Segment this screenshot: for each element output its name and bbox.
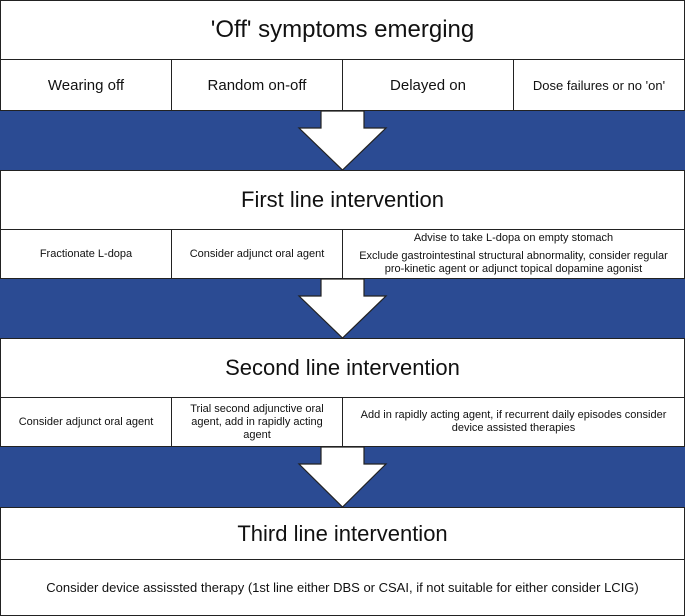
first-line-item-text: Advise to take L-dopa on empty stomach bbox=[413, 232, 614, 244]
down-arrow-icon bbox=[297, 278, 388, 339]
first-line-item-3: Advise to take L-dopa on empty stomach E… bbox=[342, 229, 685, 279]
first-line-item-2: Consider adjunct oral agent bbox=[171, 229, 343, 279]
second-line-item-2: Trial second adjunctive oral agent, add … bbox=[171, 397, 343, 447]
category-label: Dose failures or no 'on' bbox=[532, 77, 666, 93]
second-line-item-1: Consider adjunct oral agent bbox=[0, 397, 172, 447]
header-box: 'Off' symptoms emerging bbox=[0, 0, 685, 60]
first-line-title: First line intervention bbox=[241, 187, 444, 212]
second-line-title-box: Second line intervention bbox=[0, 338, 685, 398]
third-line-title: Third line intervention bbox=[237, 520, 448, 546]
first-line-item-1: Fractionate L-dopa bbox=[0, 229, 172, 279]
third-line-item: Consider device assissted therapy (1st l… bbox=[0, 559, 685, 616]
category-label: Random on-off bbox=[207, 76, 307, 94]
down-arrow-icon bbox=[297, 110, 388, 171]
header-title: 'Off' symptoms emerging bbox=[210, 16, 475, 43]
category-label: Wearing off bbox=[47, 76, 125, 94]
category-dose-failures: Dose failures or no 'on' bbox=[513, 59, 685, 111]
first-line-item-text: Exclude gastrointestinal structural abno… bbox=[359, 250, 668, 275]
second-line-item-text: Add in rapidly acting agent, if recurren… bbox=[360, 409, 667, 434]
second-line-title: Second line intervention bbox=[225, 355, 460, 380]
first-line-item-text: Fractionate L-dopa bbox=[39, 247, 133, 260]
category-wearing-off: Wearing off bbox=[0, 59, 172, 111]
first-line-item-text: Consider adjunct oral agent bbox=[189, 247, 325, 260]
category-label: Delayed on bbox=[390, 76, 466, 94]
second-line-item-text: Consider adjunct oral agent bbox=[18, 415, 154, 428]
down-arrow-icon bbox=[297, 446, 388, 508]
third-line-item-text: Consider device assissted therapy (1st l… bbox=[46, 580, 639, 595]
second-line-item-3: Add in rapidly acting agent, if recurren… bbox=[342, 397, 685, 447]
category-random-on-off: Random on-off bbox=[171, 59, 343, 111]
second-line-item-text: Trial second adjunctive oral agent, add … bbox=[190, 402, 324, 441]
